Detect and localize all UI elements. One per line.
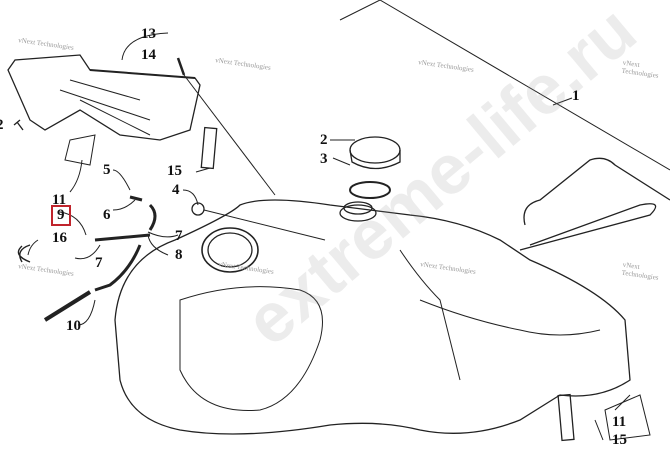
callout-15[interactable]: 15 (612, 432, 627, 448)
callout-10[interactable]: 10 (66, 318, 81, 334)
callout-9-highlighted[interactable]: 9 (51, 205, 71, 226)
callout-7[interactable]: 7 (175, 228, 183, 244)
callout-3[interactable]: 3 (320, 151, 328, 167)
callout-11[interactable]: 11 (52, 192, 67, 208)
callout-5[interactable]: 5 (103, 162, 111, 178)
callout-13[interactable]: 13 (141, 26, 156, 42)
callout-6[interactable]: 6 (103, 207, 111, 223)
callout-8[interactable]: 8 (175, 247, 183, 263)
callout-14[interactable]: 14 (141, 47, 156, 63)
callout-2[interactable]: 2 (0, 118, 4, 133)
callout-11[interactable]: 11 (612, 414, 627, 430)
callout-1[interactable]: 1 (572, 88, 580, 104)
callout-7[interactable]: 7 (95, 255, 103, 271)
callout-4[interactable]: 4 (172, 182, 180, 198)
callout-2[interactable]: 2 (320, 132, 328, 148)
callout-16[interactable]: 16 (52, 230, 67, 246)
callout-15[interactable]: 15 (167, 163, 182, 179)
